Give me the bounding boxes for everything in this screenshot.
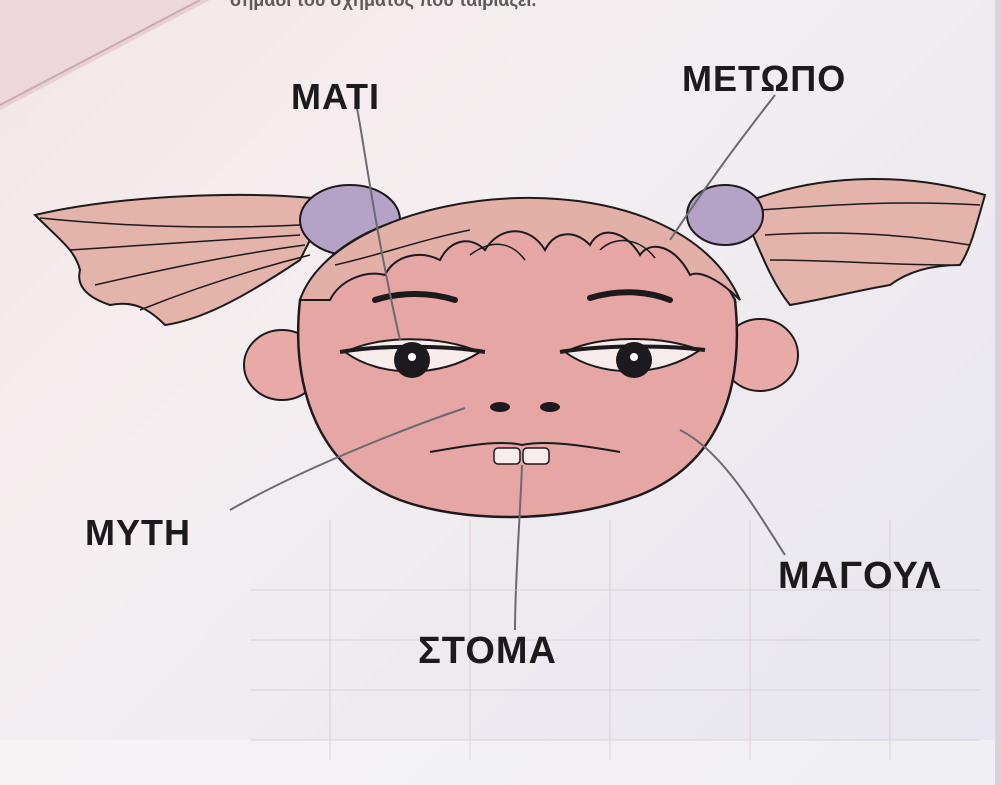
right-pigtail xyxy=(740,179,985,305)
label-magoula: ΜΑΓΟΥΛ xyxy=(778,555,942,598)
label-metopo: ΜΕΤΩΠΟ xyxy=(682,58,846,100)
photo-right-edge xyxy=(995,0,1001,785)
label-myti: ΜΥΤΗ xyxy=(85,512,191,554)
right-hair-bow xyxy=(687,185,763,245)
label-stoma: ΣΤΟΜΑ xyxy=(418,630,557,673)
label-mati: ΜΑΤΙ xyxy=(291,76,380,118)
left-pigtail xyxy=(35,195,330,325)
